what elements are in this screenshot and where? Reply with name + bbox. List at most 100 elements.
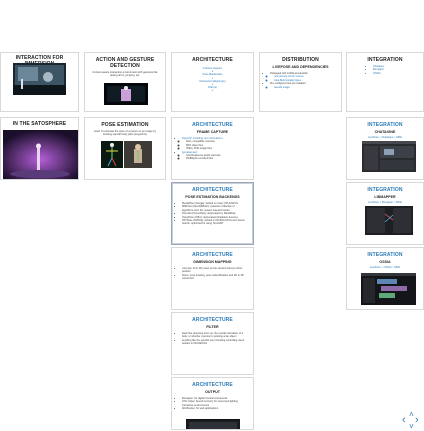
card-subtitle: POSE ESTIMATION BACKENDS: [185, 195, 240, 199]
card-title: ARCHITECTURE: [192, 122, 233, 128]
libmapper-screenshot: [365, 206, 413, 235]
list-item: PoseNet (Tensorflow): deprecated by Medi…: [182, 212, 245, 215]
list-item: RGBdepth encoded files: [186, 157, 245, 160]
card-title: INTEGRATION: [367, 122, 403, 128]
integration-breadcrumb[interactable]: LivePose > OSSIA > MPE: [370, 266, 400, 269]
integration-link-chataigne[interactable]: Chataigne: [373, 65, 415, 68]
filter-list: basic like detecting arms up, the overal…: [182, 332, 245, 346]
list-item[interactable]: new privacy-centric source: [274, 75, 333, 78]
list-item-text[interactable]: OpenCV: Including, but not limited to: [182, 137, 223, 140]
card-integration-libmapper[interactable]: INTEGRATION LIBMAPPER LivePose > libmapp…: [346, 182, 424, 245]
nav-right-icon[interactable]: ›: [415, 414, 419, 426]
card-architecture-overview[interactable]: ARCHITECTURE Frames Capture v Pose Backe…: [171, 52, 254, 112]
person-image: [124, 141, 152, 168]
card-integration-chataigne[interactable]: INTEGRATION CHATAIGNE LivePose > Chataig…: [346, 117, 424, 180]
card-pose-estimation-backends[interactable]: ARCHITECTURE POSE ESTIMATION BACKENDS Me…: [171, 182, 254, 245]
list-item: JPEG, PNG image files: [186, 147, 245, 150]
card-pose-estimation[interactable]: POSE ESTIMATION Goal: To estimate the po…: [84, 117, 166, 180]
software-screenshot: [186, 420, 240, 429]
list-item[interactable]: pseudo image: [274, 86, 333, 89]
list-item: OSC (Open Sound Control): for sound and …: [182, 400, 245, 407]
card-title: ARCHITECTURE: [192, 57, 233, 63]
stage-image: [104, 83, 148, 105]
integration-breadcrumb[interactable]: LivePose > libmapper > MPE: [368, 201, 402, 204]
flow-arrow: v: [211, 69, 214, 74]
nav-left-icon[interactable]: ‹: [402, 414, 406, 426]
list-item: OpenCV: Including, but not limited to: [182, 137, 245, 140]
card-title: IN THE SATOSPHERE: [12, 121, 67, 127]
card-subtitle: OUTPUT: [205, 390, 220, 394]
pose-thumbnail-right: [124, 141, 152, 168]
card-dimension-mapping[interactable]: ARCHITECTURE DIMENSION MAPPING currently…: [171, 247, 254, 310]
interaction-thumbnail: [13, 63, 66, 95]
list-item: anything like the specific user includin…: [182, 339, 245, 346]
frame-capture-list: OpenCV: Including, but not limited to FA…: [182, 137, 245, 161]
action-thumbnail: [104, 83, 148, 105]
list-item: pyrealsense2:: [182, 151, 245, 154]
card-description: Context-aware interaction environment wi…: [92, 71, 158, 78]
list-item: Pre-configured and pre-installed: [270, 82, 333, 85]
software-screenshot: [361, 273, 416, 305]
flow-frames-capture[interactable]: Frames Capture: [203, 67, 222, 70]
card-title: ARCHITECTURE: [192, 252, 233, 258]
flow-filters[interactable]: Filter(s): [208, 85, 217, 89]
output-list: libmapper: for digital musical instrumen…: [182, 397, 245, 411]
list-item: Intel Realsense depth cameras: [186, 154, 245, 157]
list-item[interactable]: Java Build parallel pipes: [274, 79, 333, 82]
card-title: INTEGRATION: [367, 252, 403, 258]
card-subtitle: FILTER: [206, 325, 219, 329]
card-title: POSE ESTIMATION: [101, 122, 149, 128]
flow-dimension-mappings[interactable]: Dimension Mapping(s): [199, 79, 226, 83]
card-filter[interactable]: ARCHITECTURE FILTER basic like detecting…: [171, 312, 254, 375]
integration-link-libmapper[interactable]: libmapper: [373, 68, 415, 71]
card-in-the-satosphere[interactable]: IN THE SATOSPHERE: [0, 117, 79, 180]
card-title: INTEGRATION: [367, 57, 403, 63]
list-item: Packaged with CUDA acceleration: [270, 72, 333, 75]
card-interaction-for-immersion[interactable]: INTERACTION FOR IMMERSION: [0, 52, 79, 112]
list-item: MediaPipe (Google): default on many CPUs…: [182, 202, 245, 205]
backends-list: MediaPipe (Google): default on many CPUs…: [182, 202, 245, 226]
list-item: currently: from 2D poses (in the camera …: [182, 267, 245, 274]
software-screenshot: [365, 206, 413, 235]
dome-image: [3, 130, 78, 179]
card-integration-overview[interactable]: INTEGRATION Chataigne libmapper OSSIA: [346, 52, 424, 112]
card-description: Goal: To estimate the pose of a person i…: [93, 130, 157, 137]
integration-breadcrumb[interactable]: LivePose > Chataigne > MPE: [367, 136, 403, 139]
card-subtitle: CHATAIGNE: [374, 130, 396, 134]
card-subtitle: OSSIA: [379, 260, 391, 264]
card-action-and-gesture-detection[interactable]: ACTION AND GESTURE DETECTION Context-awa…: [84, 52, 166, 112]
flow-arrow: v: [211, 88, 214, 93]
output-screenshot: [186, 419, 240, 429]
integration-list: Chataigne libmapper OSSIA: [373, 65, 415, 75]
card-title: ARCHITECTURE: [192, 187, 233, 193]
card-title: INTEGRATION: [367, 187, 403, 193]
list-item: MP4 video files: [186, 144, 245, 147]
list-item-text[interactable]: pyrealsense2:: [182, 150, 198, 154]
card-title: ARCHITECTURE: [192, 382, 233, 388]
card-output[interactable]: ARCHITECTURE OUTPUT libmapper: for digit…: [171, 377, 254, 430]
chataigne-screenshot: [362, 141, 416, 172]
flow-arrow: v: [211, 81, 214, 86]
scene-image: [13, 63, 66, 95]
list-item: WebSocket: for web applications: [182, 407, 245, 410]
integration-link-ossia[interactable]: OSSIA: [373, 72, 415, 75]
software-screenshot: [362, 141, 416, 172]
card-title: ACTION AND GESTURE DETECTION: [95, 57, 155, 69]
ossia-screenshot: [361, 273, 416, 305]
satosphere-thumbnail: [3, 130, 78, 179]
dimension-list: currently: from 2D poses (in the camera …: [182, 267, 245, 281]
flow-pose-backends[interactable]: Pose Backend(s): [202, 73, 223, 77]
card-subtitle: LIVEPOSE AND DEPENDENCIES: [272, 65, 329, 69]
skeleton-image: [101, 141, 123, 168]
distribution-list: Packaged with CUDA acceleration new priv…: [270, 72, 333, 89]
nav-up-icon[interactable]: ˄: [409, 410, 414, 419]
pose-thumbnail-left: [101, 141, 123, 168]
nav-down-icon[interactable]: ˅: [409, 422, 414, 431]
list-item: MMPose (OpenMMLab): extensive collection…: [182, 205, 245, 212]
card-distribution[interactable]: DISTRIBUTION LIVEPOSE AND DEPENDENCIES P…: [259, 52, 342, 112]
card-subtitle: LIBMAPPER: [374, 195, 396, 199]
card-frame-capture[interactable]: ARCHITECTURE FRAME CAPTURE OpenCV: Inclu…: [171, 117, 254, 180]
list-item: OpenPose (CMU): deprecated (limitations …: [182, 216, 245, 219]
card-integration-ossia[interactable]: INTEGRATION OSSIA LivePose > OSSIA > MPE: [346, 247, 424, 310]
card-title: ARCHITECTURE: [192, 317, 233, 323]
